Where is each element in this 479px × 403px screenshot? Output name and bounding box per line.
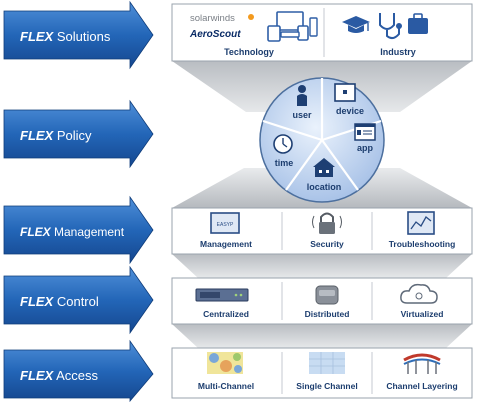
single-channel-label: Single Channel	[296, 381, 357, 391]
arrow-label-text: Management	[51, 225, 125, 239]
device-icon	[334, 83, 356, 102]
virtualized-label: Virtualized	[401, 309, 444, 319]
segment-time-label: time	[275, 158, 294, 168]
arrow-label-text: Policy	[53, 128, 92, 143]
arrow-bold-text: FLEX	[20, 294, 55, 309]
segment-user-label: user	[292, 110, 312, 120]
user-icon	[297, 85, 307, 106]
devices-icon	[267, 11, 318, 42]
funnel-control-to-access	[172, 324, 472, 348]
clock-icon	[273, 134, 293, 154]
segment-location-label: location	[307, 182, 342, 192]
arrow-flex-policy: FLEX Policy	[3, 99, 154, 169]
arrow-bold-text: FLEX	[20, 368, 55, 383]
svg-text:FLEX Access: FLEX Access	[20, 368, 99, 383]
single-channel-map-icon	[309, 352, 345, 374]
segment-app-label: app	[357, 143, 374, 153]
solutions-panel: solarwinds AeroScout Technology Industry	[171, 3, 473, 62]
sun-icon	[248, 14, 254, 20]
funnel-management-to-control	[172, 254, 472, 278]
app-window-icon	[354, 123, 376, 141]
multi-channel-map-icon	[207, 352, 243, 374]
control-panel: Centralized Distributed Virtualized	[171, 277, 473, 325]
multi-channel-label: Multi-Channel	[198, 381, 254, 391]
arrow-flex-solutions: FLEX Solutions	[3, 0, 154, 70]
svg-text:FLEX Policy: FLEX Policy	[20, 128, 92, 143]
troubleshooting-label: Troubleshooting	[389, 239, 456, 249]
building-icon	[313, 158, 335, 177]
svg-text:FLEX Management: FLEX Management	[20, 225, 125, 239]
arrow-label-text: Control	[53, 294, 99, 309]
svg-text:FLEX Control: FLEX Control	[20, 294, 99, 309]
svg-text:FLEX Solutions: FLEX Solutions	[20, 29, 111, 44]
technology-label: Technology	[224, 47, 274, 57]
policy-wheel: user device app location	[259, 77, 385, 203]
management-panel: EASYP Management Security Troubleshootin…	[171, 207, 473, 255]
industry-label: Industry	[380, 47, 416, 57]
arrow-bold-text: FLEX	[20, 225, 52, 239]
arrow-flex-control: FLEX Control	[3, 265, 154, 335]
console-screen-text: EASYP	[217, 222, 234, 228]
arrow-label-text: Solutions	[53, 29, 111, 44]
cloud-icon	[400, 283, 438, 304]
arrow-flex-access: FLEX Access	[3, 339, 154, 403]
channel-layering-label: Channel Layering	[386, 381, 457, 391]
centralized-label: Centralized	[203, 309, 249, 319]
arrow-flex-management: FLEX Management	[3, 195, 154, 265]
graduation-cap-icon	[342, 16, 370, 33]
arrow-bold-text: FLEX	[20, 29, 55, 44]
access-point-icon	[315, 285, 339, 305]
stethoscope-icon	[379, 13, 402, 40]
distributed-label: Distributed	[305, 309, 350, 319]
briefcase-icon	[408, 13, 428, 34]
access-panel: Multi-Channel Single Channel Channel Lay…	[171, 347, 473, 399]
management-console-icon: EASYP	[210, 212, 240, 234]
padlock-icon	[312, 212, 342, 234]
channel-layering-icon	[403, 353, 441, 374]
solarwinds-logo: solarwinds	[190, 13, 235, 24]
management-label: Management	[200, 239, 252, 249]
troubleshooting-chart-icon	[407, 211, 435, 235]
arrow-bold-text: FLEX	[20, 128, 55, 143]
security-label: Security	[310, 239, 344, 249]
rack-controller-icon	[195, 288, 249, 302]
aeroscout-logo: AeroScout	[189, 29, 241, 40]
arrow-label-text: Access	[53, 368, 98, 383]
segment-device-label: device	[336, 106, 364, 116]
